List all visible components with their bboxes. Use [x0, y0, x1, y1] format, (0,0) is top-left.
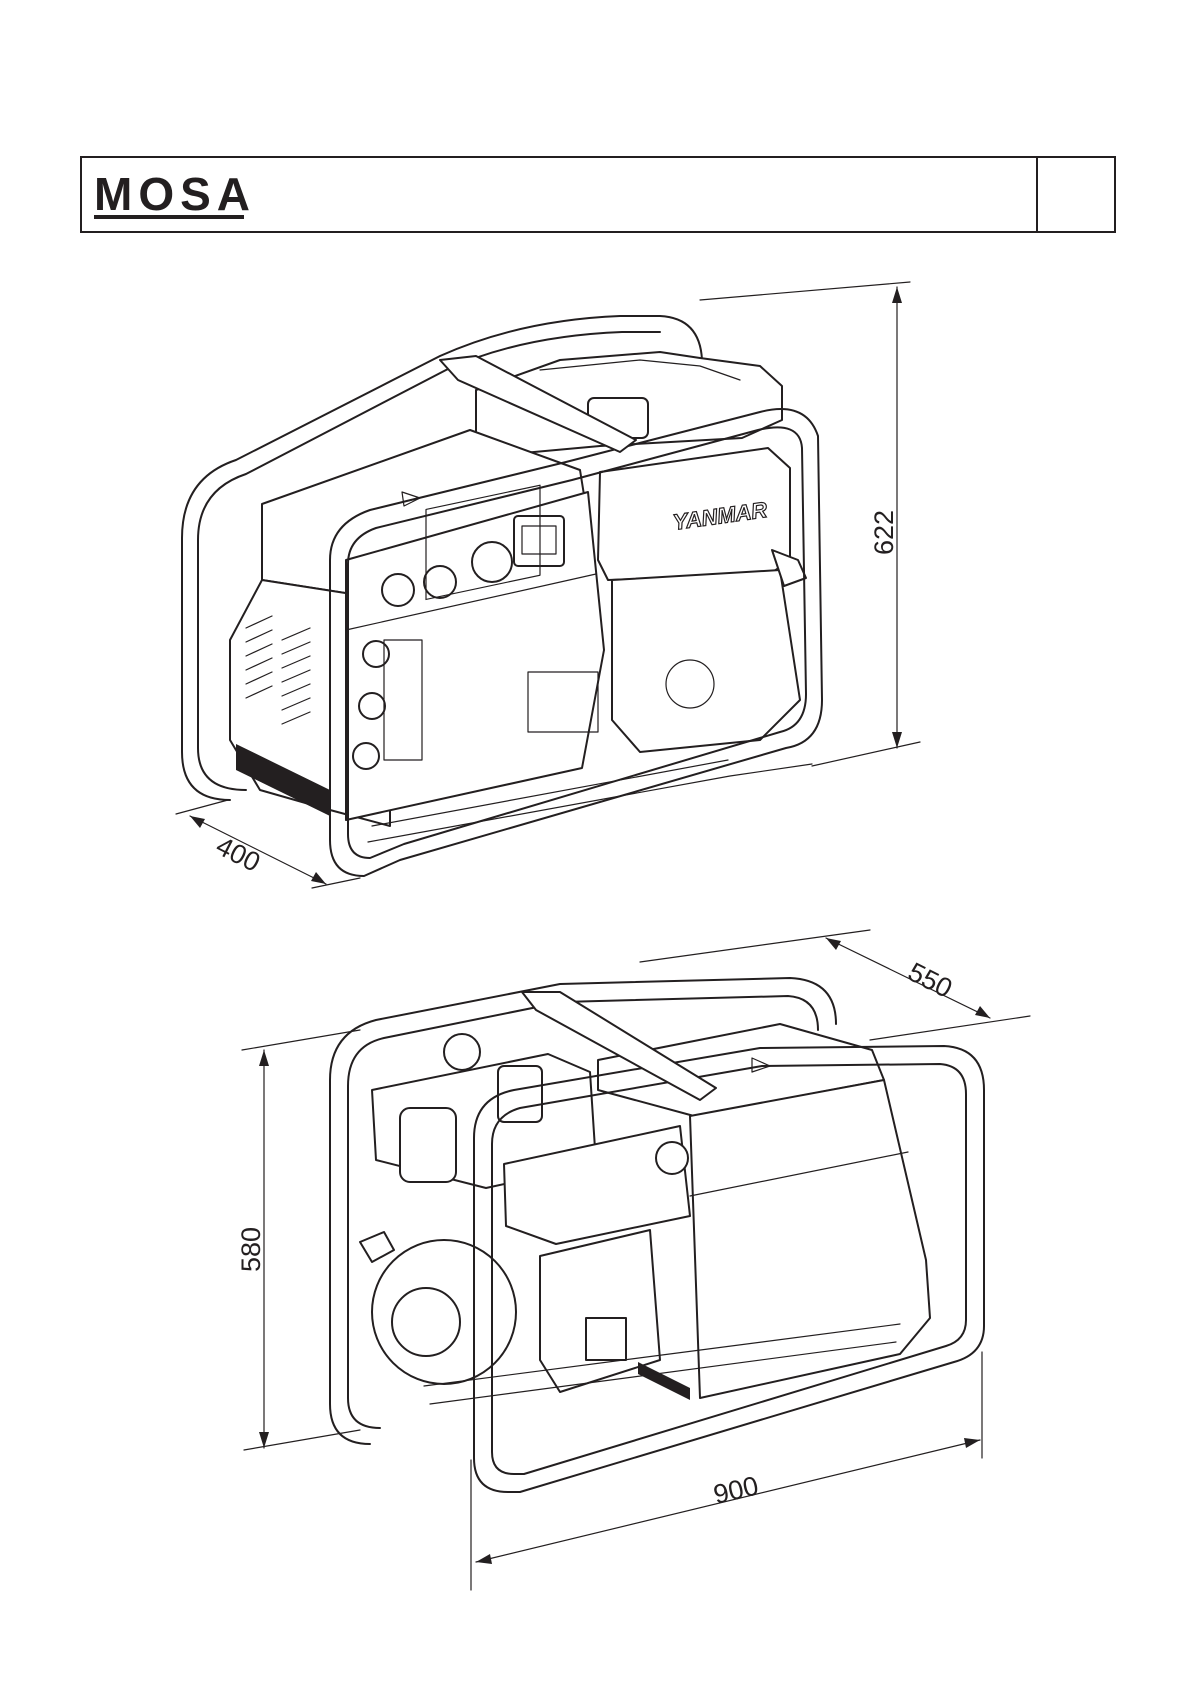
exhaust-vent — [638, 1362, 690, 1400]
engine-body — [612, 570, 800, 752]
dim-label-622: 622 — [869, 510, 899, 555]
dim-label-900: 900 — [711, 1470, 762, 1509]
starter-handle — [360, 1232, 394, 1262]
engine-cap-2 — [656, 1142, 688, 1174]
dim-label-400: 400 — [211, 831, 265, 878]
dim-label-580: 580 — [236, 1227, 266, 1272]
air-filter-2 — [498, 1066, 542, 1122]
front-view: 622 400 — [176, 282, 920, 888]
dimension-depth-400: 400 — [176, 800, 360, 888]
engine-mount — [586, 1318, 626, 1360]
generator-side-2 — [690, 1080, 930, 1398]
rear-view: 550 580 900 — [236, 930, 1030, 1590]
engine-side-cover — [400, 1108, 456, 1182]
fuel-cap — [444, 1034, 480, 1070]
recoil-starter — [392, 1288, 460, 1356]
dimension-height-580: 580 — [236, 1030, 360, 1450]
dim-label-550: 550 — [903, 957, 957, 1004]
